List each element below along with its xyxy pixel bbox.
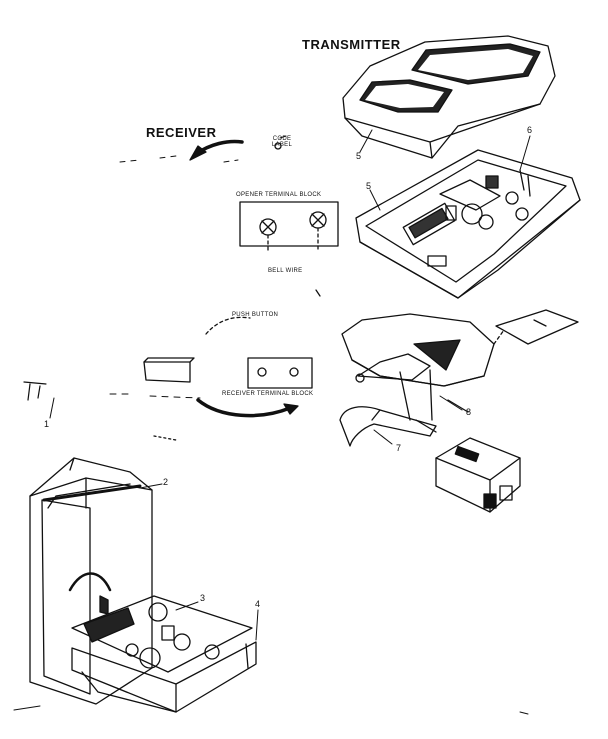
receiver-title: RECEIVER <box>146 125 217 140</box>
visor-clip <box>339 406 437 447</box>
receiver-arrow <box>119 139 282 163</box>
transmitter-cover <box>342 35 556 159</box>
scan-specks <box>13 135 529 715</box>
callout-2: 2 <box>163 477 169 487</box>
callout-4: 4 <box>255 599 261 609</box>
opener-terminal-block <box>239 201 339 297</box>
receiver-housing <box>29 457 153 705</box>
callout-5-mid: 5 <box>366 181 372 191</box>
transmitter-base <box>355 149 581 299</box>
visor-bracket <box>341 309 579 421</box>
transmitter-title: TRANSMITTER <box>302 37 401 52</box>
push-button-label: PUSH BUTTON <box>232 312 279 318</box>
callout-3: 3 <box>200 593 206 603</box>
callout-leaders <box>49 129 531 641</box>
callout-8: 8 <box>466 407 472 417</box>
receiver-drawer <box>71 641 257 713</box>
push-button-assembly <box>23 316 313 441</box>
callout-7: 7 <box>396 443 402 453</box>
battery <box>435 437 521 513</box>
code-label-text: CODE LABEL <box>271 136 293 148</box>
callout-5-top: 5 <box>356 151 362 161</box>
receiver-circuit-board <box>71 595 253 673</box>
bell-wire-label: BELL WIRE <box>268 268 303 274</box>
callout-6: 6 <box>527 125 533 135</box>
callout-1: 1 <box>44 419 50 429</box>
receiver-terminal-block-label: RECEIVER TERMINAL BLOCK <box>222 391 314 397</box>
opener-terminal-block-label: OPENER TERMINAL BLOCK <box>236 192 322 198</box>
